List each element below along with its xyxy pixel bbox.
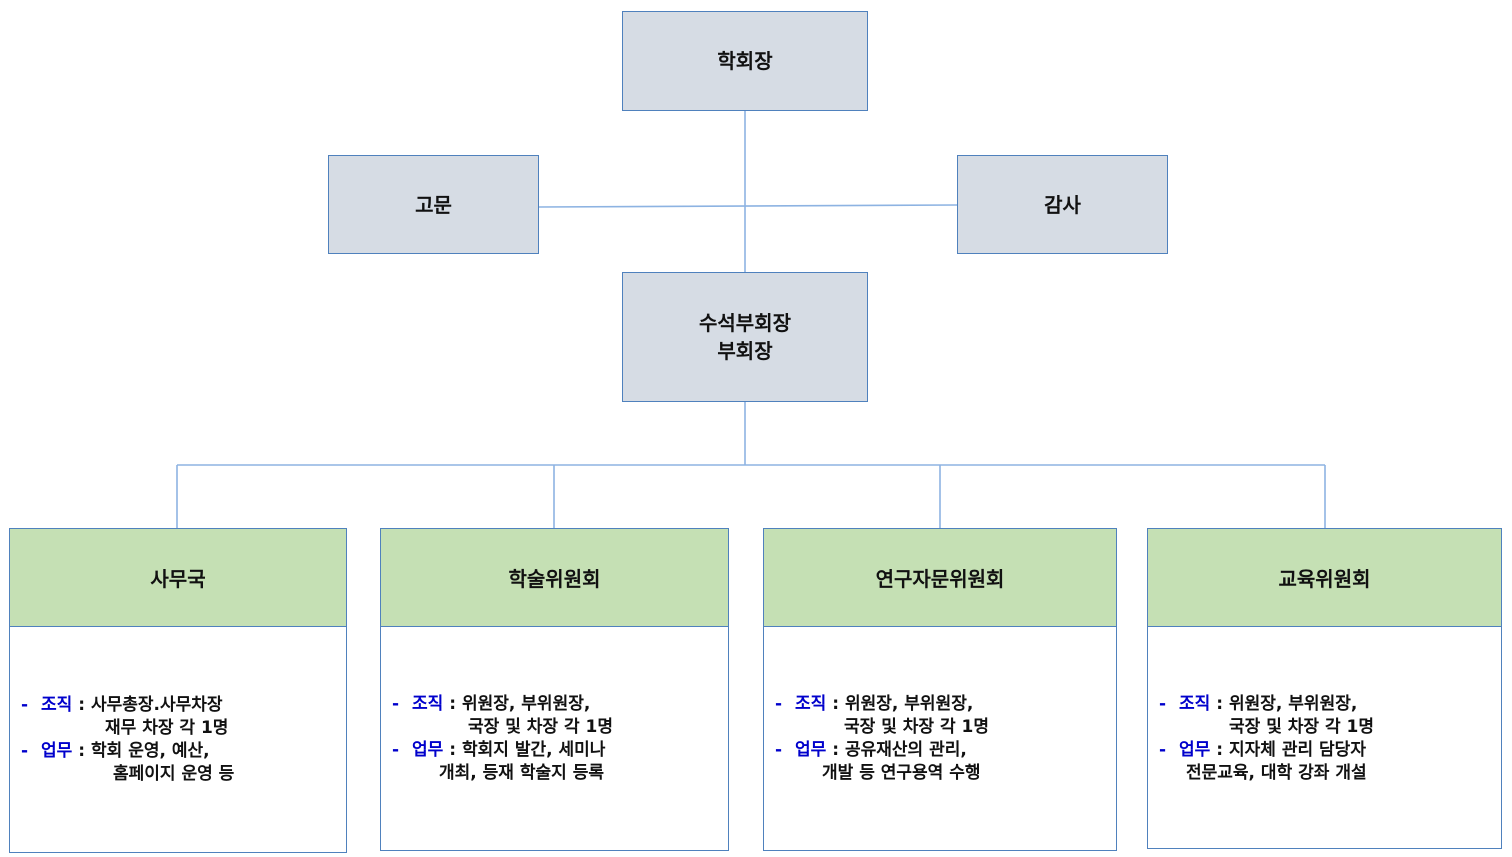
bullet-dash: - <box>21 695 29 715</box>
bullet-dash: - <box>21 741 29 761</box>
connector-advisor-auditor <box>538 204 958 208</box>
duty-text-1: : 지자체 관리 담당자 <box>1216 740 1366 760</box>
vice-president-box: 수석부회장 부회장 <box>622 272 868 402</box>
dept-academic: 학술위원회 - 조직: 위원장, 부위원장, 국장 및 차장 각 1명 - 업무… <box>380 528 729 851</box>
bullet-dash: - <box>392 740 400 760</box>
org-label: 조직 <box>1179 694 1211 714</box>
duty-label: 업무 <box>412 740 444 760</box>
org-item: - 조직: 위원장, 부위원장, 국장 및 차장 각 1명 <box>775 693 1116 739</box>
org-item: - 조직: 위원장, 부위원장, 국장 및 차장 각 1명 <box>1159 693 1501 739</box>
org-label: 조직 <box>41 695 73 715</box>
org-text-2: 재무 차장 각 1명 <box>105 718 229 738</box>
bullet-dash: - <box>1159 740 1167 760</box>
org-item: - 조직: 사무총장.사무차장 재무 차장 각 1명 <box>21 694 346 740</box>
dept-title: 학술위원회 <box>508 567 601 591</box>
bullet-dash: - <box>775 694 783 714</box>
org-text-1: : 사무총장.사무차장 <box>78 695 223 715</box>
duty-label: 업무 <box>1179 740 1211 760</box>
dept-title: 사무국 <box>150 567 206 591</box>
bullet-dash: - <box>392 694 400 714</box>
auditor-box: 감사 <box>957 155 1168 254</box>
org-text-2: 국장 및 차장 각 1명 <box>468 717 613 737</box>
vice-president-label-2: 부회장 <box>717 339 773 363</box>
duty-item: - 업무: 지자체 관리 담당자 전문교육, 대학 강좌 개설 <box>1159 739 1501 785</box>
dept-body: - 조직: 사무총장.사무차장 재무 차장 각 1명 - 업무: 학회 운영, … <box>10 627 346 786</box>
dept-secretariat: 사무국 - 조직: 사무총장.사무차장 재무 차장 각 1명 - 업무: 학회 … <box>9 528 347 853</box>
dept-body: - 조직: 위원장, 부위원장, 국장 및 차장 각 1명 - 업무: 지자체 … <box>1148 627 1501 785</box>
org-label: 조직 <box>412 694 444 714</box>
bullet-dash: - <box>1159 694 1167 714</box>
duty-label: 업무 <box>41 741 73 761</box>
duty-item: - 업무: 학회 운영, 예산, 홈페이지 운영 등 <box>21 740 346 786</box>
duty-text-2: 홈페이지 운영 등 <box>113 764 235 784</box>
vice-president-label-1: 수석부회장 <box>699 311 791 335</box>
president-label: 학회장 <box>717 49 773 73</box>
dept-header: 사무국 <box>10 529 346 627</box>
auditor-label: 감사 <box>1044 192 1081 217</box>
advisor-box: 고문 <box>328 155 539 254</box>
duty-text-2: 개발 등 연구용역 수행 <box>822 763 981 783</box>
duty-text-2: 개최, 등재 학술지 등록 <box>439 763 604 783</box>
president-box: 학회장 <box>622 11 868 111</box>
dept-header: 연구자문위원회 <box>764 529 1116 627</box>
dept-header: 교육위원회 <box>1148 529 1501 627</box>
duty-item: - 업무: 학회지 발간, 세미나 개최, 등재 학술지 등록 <box>392 739 728 785</box>
dept-title: 교육위원회 <box>1278 567 1371 591</box>
org-text-1: : 위원장, 부위원장, <box>1216 694 1358 714</box>
dept-header: 학술위원회 <box>381 529 728 627</box>
org-text-1: : 위원장, 부위원장, <box>449 694 591 714</box>
org-text-2: 국장 및 차장 각 1명 <box>844 717 989 737</box>
bullet-dash: - <box>775 740 783 760</box>
advisor-label: 고문 <box>415 192 452 217</box>
org-label: 조직 <box>795 694 827 714</box>
dept-body: - 조직: 위원장, 부위원장, 국장 및 차장 각 1명 - 업무: 공유재산… <box>764 627 1116 785</box>
dept-title: 연구자문위원회 <box>875 567 1005 591</box>
dept-research-advisory: 연구자문위원회 - 조직: 위원장, 부위원장, 국장 및 차장 각 1명 - … <box>763 528 1117 851</box>
dept-education: 교육위원회 - 조직: 위원장, 부위원장, 국장 및 차장 각 1명 - 업무… <box>1147 528 1502 849</box>
org-text-1: : 위원장, 부위원장, <box>832 694 974 714</box>
duty-text-1: : 학회지 발간, 세미나 <box>449 740 606 760</box>
dept-body: - 조직: 위원장, 부위원장, 국장 및 차장 각 1명 - 업무: 학회지 … <box>381 627 728 785</box>
duty-label: 업무 <box>795 740 827 760</box>
org-item: - 조직: 위원장, 부위원장, 국장 및 차장 각 1명 <box>392 693 728 739</box>
duty-text-1: : 공유재산의 관리, <box>832 740 967 760</box>
org-text-2: 국장 및 차장 각 1명 <box>1229 717 1374 737</box>
duty-text-1: : 학회 운영, 예산, <box>78 741 210 761</box>
duty-item: - 업무: 공유재산의 관리, 개발 등 연구용역 수행 <box>775 739 1116 785</box>
duty-text-2: 전문교육, 대학 강좌 개설 <box>1186 763 1367 783</box>
